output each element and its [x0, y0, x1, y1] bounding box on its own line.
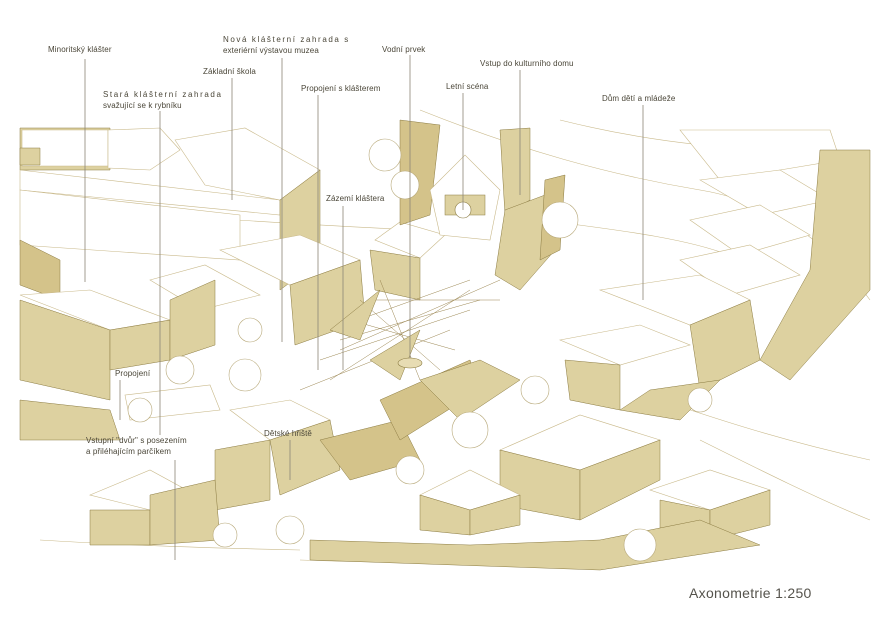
label-stara-zahrada-line1: Stará klášterní zahrada: [103, 90, 223, 99]
label-stara-zahrada-line2: svažující se k rybníku: [103, 101, 182, 110]
water-feature: [397, 357, 423, 369]
left-lower-buildings: [19, 264, 261, 441]
monastery-block: [19, 127, 281, 261]
label-propojeni-s-klasterem: Propojení s klášterem: [301, 84, 381, 93]
trees: [127, 138, 713, 562]
label-nova-zahrada-line2: exteriérní výstavou muzea: [223, 46, 319, 55]
drawing-caption: Axonometrie 1:250: [689, 585, 812, 601]
children-house-block: [558, 129, 871, 421]
label-dum-deti: Dům dětí a mládeže: [602, 94, 676, 103]
label-detske-hriste: Dětské hřiště: [264, 429, 312, 438]
lower-centre: [89, 359, 481, 546]
label-minoritsky-klaster: Minoritský klášter: [48, 45, 112, 54]
label-vodni-prvek: Vodní prvek: [382, 45, 426, 54]
label-letni-scena: Letní scéna: [446, 82, 489, 91]
label-vstup-kulturni-dum: Vstup do kulturního domu: [480, 59, 574, 68]
label-zazemi-klastera: Zázemí kláštera: [326, 194, 385, 203]
label-nova-zahrada-line1: Nová klášterní zahrada s: [223, 35, 350, 44]
label-vstupni-dvur-line2: a přiléhajícím parčíkem: [86, 447, 171, 456]
garden-path-web: [299, 279, 501, 391]
label-zakladni-skola: Základní škola: [203, 67, 256, 76]
leader-lines: [84, 55, 644, 560]
label-propojeni: Propojení: [115, 369, 151, 378]
label-vstupni-dvur-line1: Vstupní "dvůr" s posezením: [86, 436, 187, 445]
